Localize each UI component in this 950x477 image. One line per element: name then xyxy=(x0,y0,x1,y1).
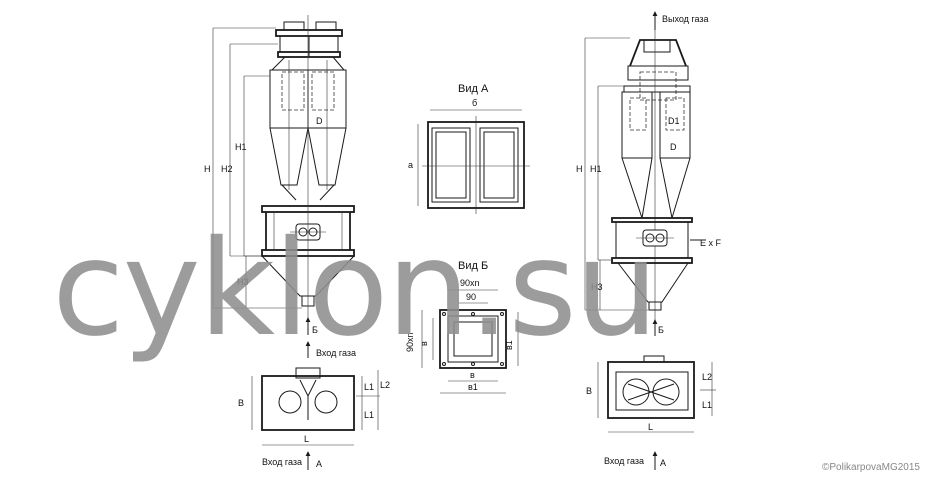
view-b-drawing xyxy=(421,289,519,394)
left-plan-L1-top-label: L1 xyxy=(364,382,374,392)
left-plan-L2-label: L2 xyxy=(380,380,390,390)
right-H-label: H xyxy=(576,164,583,174)
left-D-label: D xyxy=(316,116,323,126)
view-a-drawing xyxy=(417,109,530,214)
watermark-text: cyklon.su xyxy=(52,212,657,366)
copyright-text: ©PolikarpovaMG2015 xyxy=(822,462,920,473)
right-ExF-label: E x F xyxy=(700,238,722,248)
right-plan-inlet-label: Вход газа xyxy=(604,456,644,466)
view-b-dim-top: 90xn xyxy=(460,278,480,288)
view-b-dim-inner: 90 xyxy=(466,292,476,302)
right-plan-B-label: B xyxy=(586,386,592,396)
left-H2-label: H2 xyxy=(221,164,233,174)
view-a-width-label: б xyxy=(472,98,477,108)
view-a-title: Вид А xyxy=(458,83,489,95)
left-plan-inlet-label: Вход газа xyxy=(262,457,302,467)
left-plan-L1-bottom-label: L1 xyxy=(364,410,374,420)
right-plan-A-arrow-label: А xyxy=(660,458,666,468)
left-unit-elevation xyxy=(212,15,355,358)
right-plan-L-label: L xyxy=(648,422,653,432)
view-b-dim-b-left: в xyxy=(419,341,429,346)
right-H3-label: H3 xyxy=(591,282,603,292)
right-plan-L2-label: L2 xyxy=(702,372,712,382)
left-H1-label: H1 xyxy=(235,142,247,152)
left-plan-L-label: L xyxy=(304,434,309,444)
left-unit-plan xyxy=(251,367,380,470)
left-plan-B-label: B xyxy=(238,398,244,408)
left-B-arrow-label: Б xyxy=(312,325,318,335)
right-gas-outlet-label: Выход газа xyxy=(662,14,709,24)
left-H3-label: H3 xyxy=(237,277,249,287)
view-b-dim-b-bottom: в xyxy=(470,370,475,380)
view-b-dim-b1-bottom: в1 xyxy=(468,382,478,392)
left-plan-A-arrow-label: А xyxy=(316,459,322,469)
right-B-arrow-label: Б xyxy=(658,325,664,335)
view-b-dim-left: 90xn xyxy=(405,332,415,352)
right-D1-label: D1 xyxy=(668,116,680,126)
right-H1-label: H1 xyxy=(590,164,602,174)
view-b-dim-b1-right: в1 xyxy=(504,340,514,350)
view-b-title: Вид Б xyxy=(458,260,488,272)
left-H-label: H xyxy=(204,164,211,174)
right-unit-plan xyxy=(597,355,716,470)
right-plan-L1-label: L1 xyxy=(702,400,712,410)
right-D-label: D xyxy=(670,142,677,152)
left-gas-inlet-label: Вход газа xyxy=(316,348,356,358)
right-unit-elevation xyxy=(584,11,706,336)
view-a-height-label: а xyxy=(408,160,413,170)
